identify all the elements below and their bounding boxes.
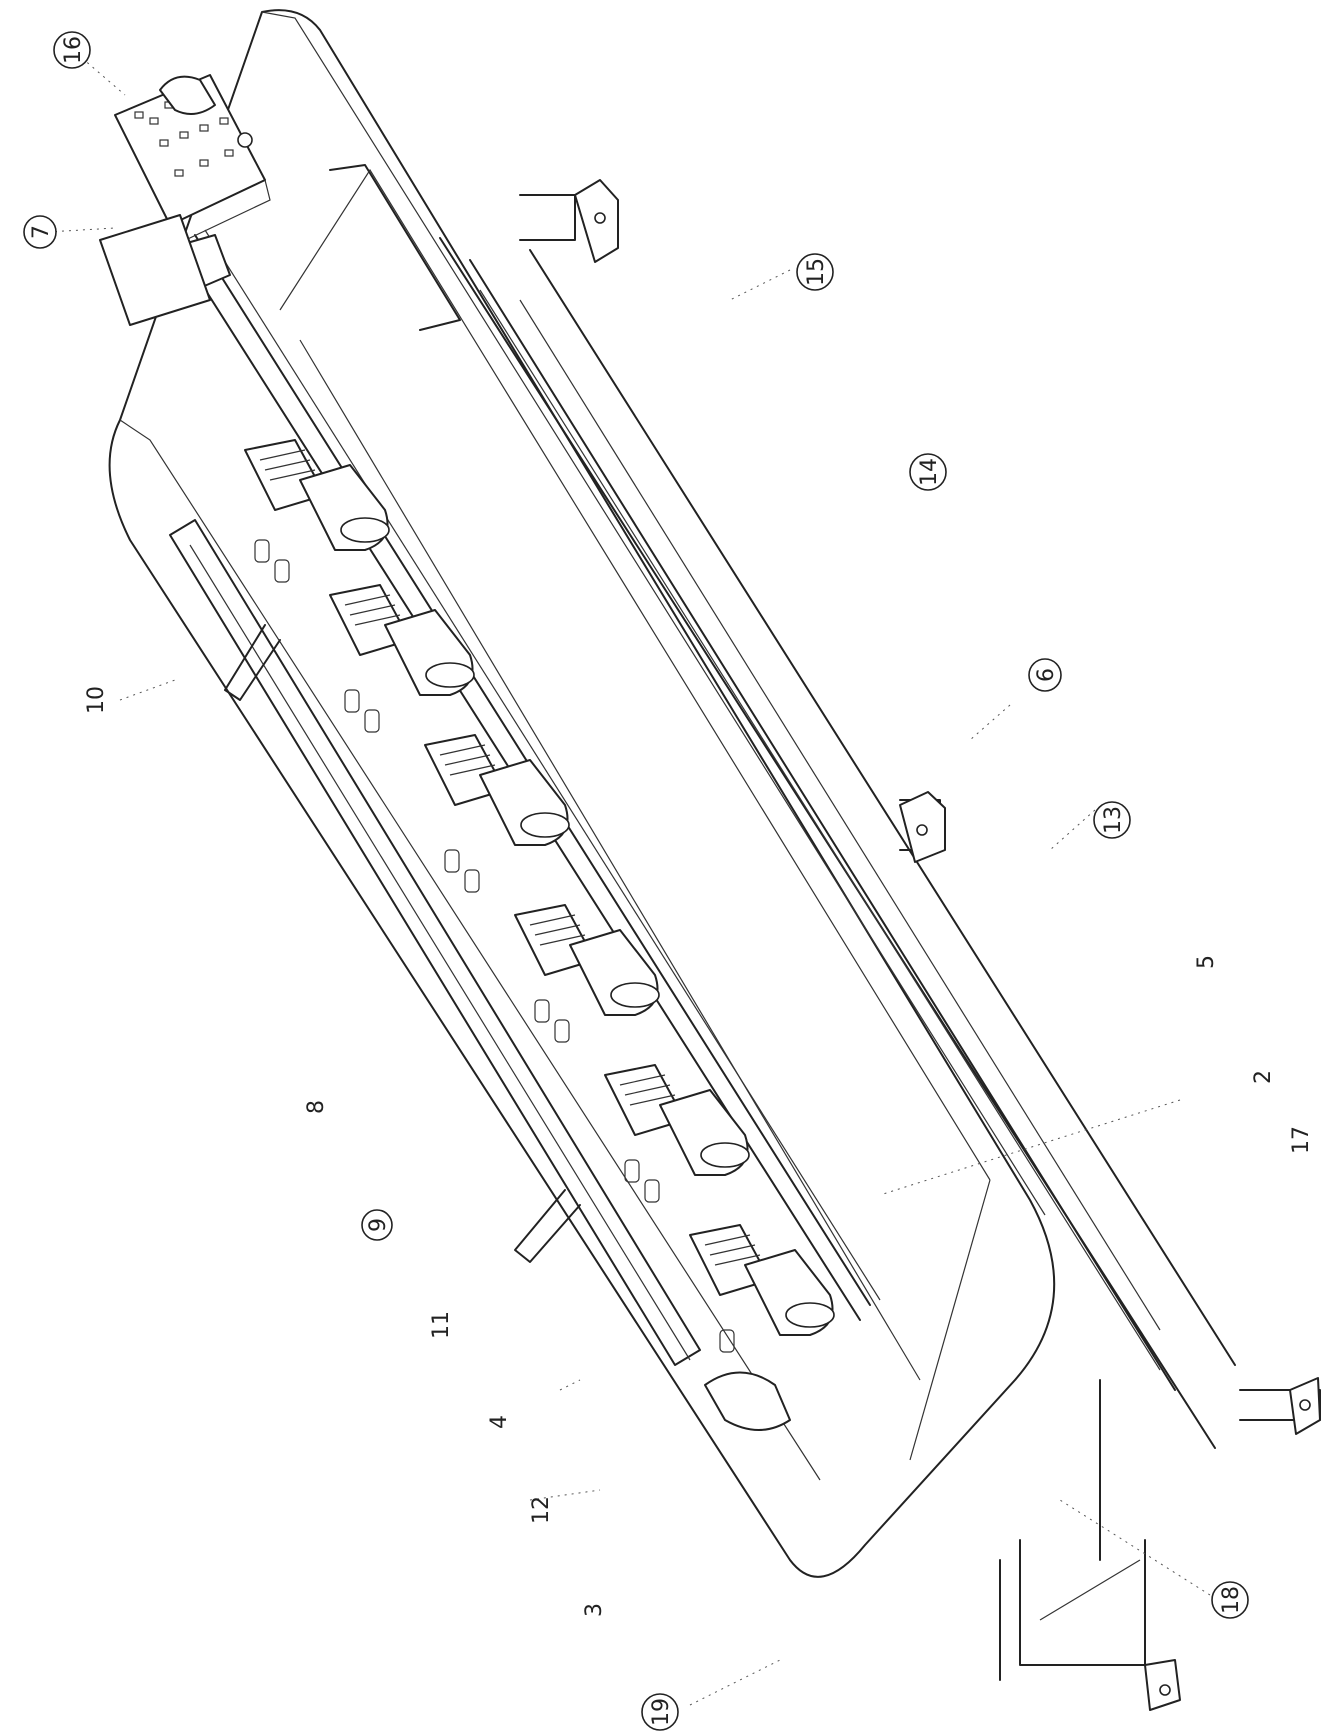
thread-stand-bar [169,519,701,1366]
label-2: 2 [1251,1070,1276,1084]
label-15: 15 [804,258,829,286]
label-13: 13 [1101,806,1126,834]
reference-labels: 16 7 15 14 10 6 13 5 8 [23,31,1314,1731]
label-14: 14 [917,458,942,486]
label-4: 4 [487,1415,512,1429]
label-19: 19 [649,1698,674,1726]
label-6: 6 [1034,668,1059,682]
leader-lines [47,57,1211,1706]
thread-cones [254,539,735,1353]
mounting-bracket-icon [574,179,1321,1711]
label-3: 3 [582,1603,607,1617]
frame-handle-icon [224,624,581,1263]
table-top [108,9,1056,1578]
label-7: 7 [29,225,54,239]
label-9: 9 [366,1218,391,1232]
label-11: 11 [429,1311,454,1339]
label-10: 10 [84,686,109,714]
label-5: 5 [1194,955,1219,969]
label-18: 18 [1219,1586,1244,1614]
sewing-head-icon [244,439,835,1336]
motor-housing [99,214,791,1431]
work-frame [279,164,991,1461]
label-12: 12 [529,1496,554,1524]
support-frame [439,194,1321,1681]
label-8: 8 [304,1100,329,1114]
label-16: 16 [61,36,86,64]
label-17: 17 [1289,1126,1314,1154]
